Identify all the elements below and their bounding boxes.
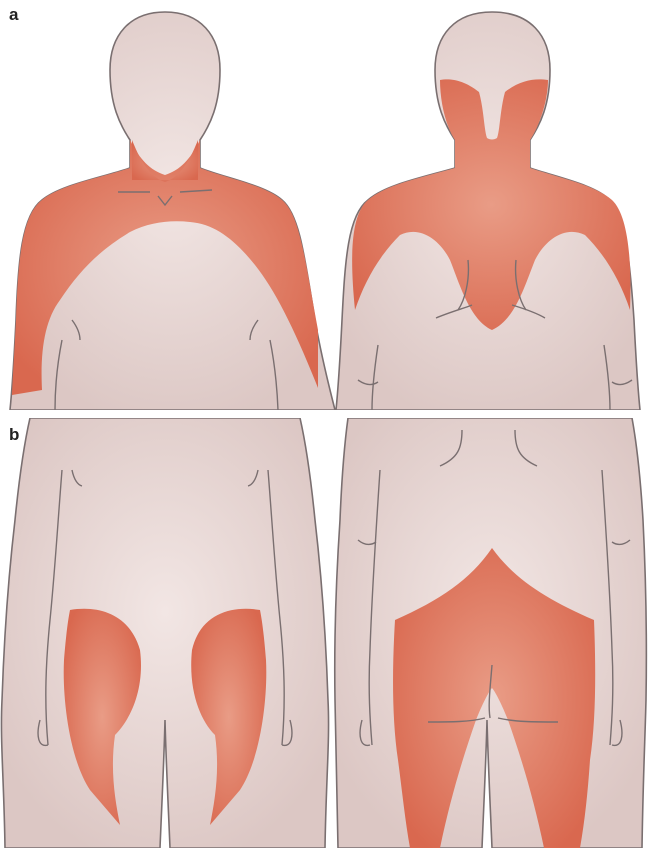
panel-a	[10, 12, 640, 410]
panel-b	[1, 418, 646, 848]
front-lower-body	[1, 418, 328, 848]
front-lower-body-silhouette	[1, 418, 328, 848]
front-upper-body	[10, 12, 335, 410]
back-lower-body	[335, 418, 647, 848]
back-upper-body	[336, 12, 640, 410]
